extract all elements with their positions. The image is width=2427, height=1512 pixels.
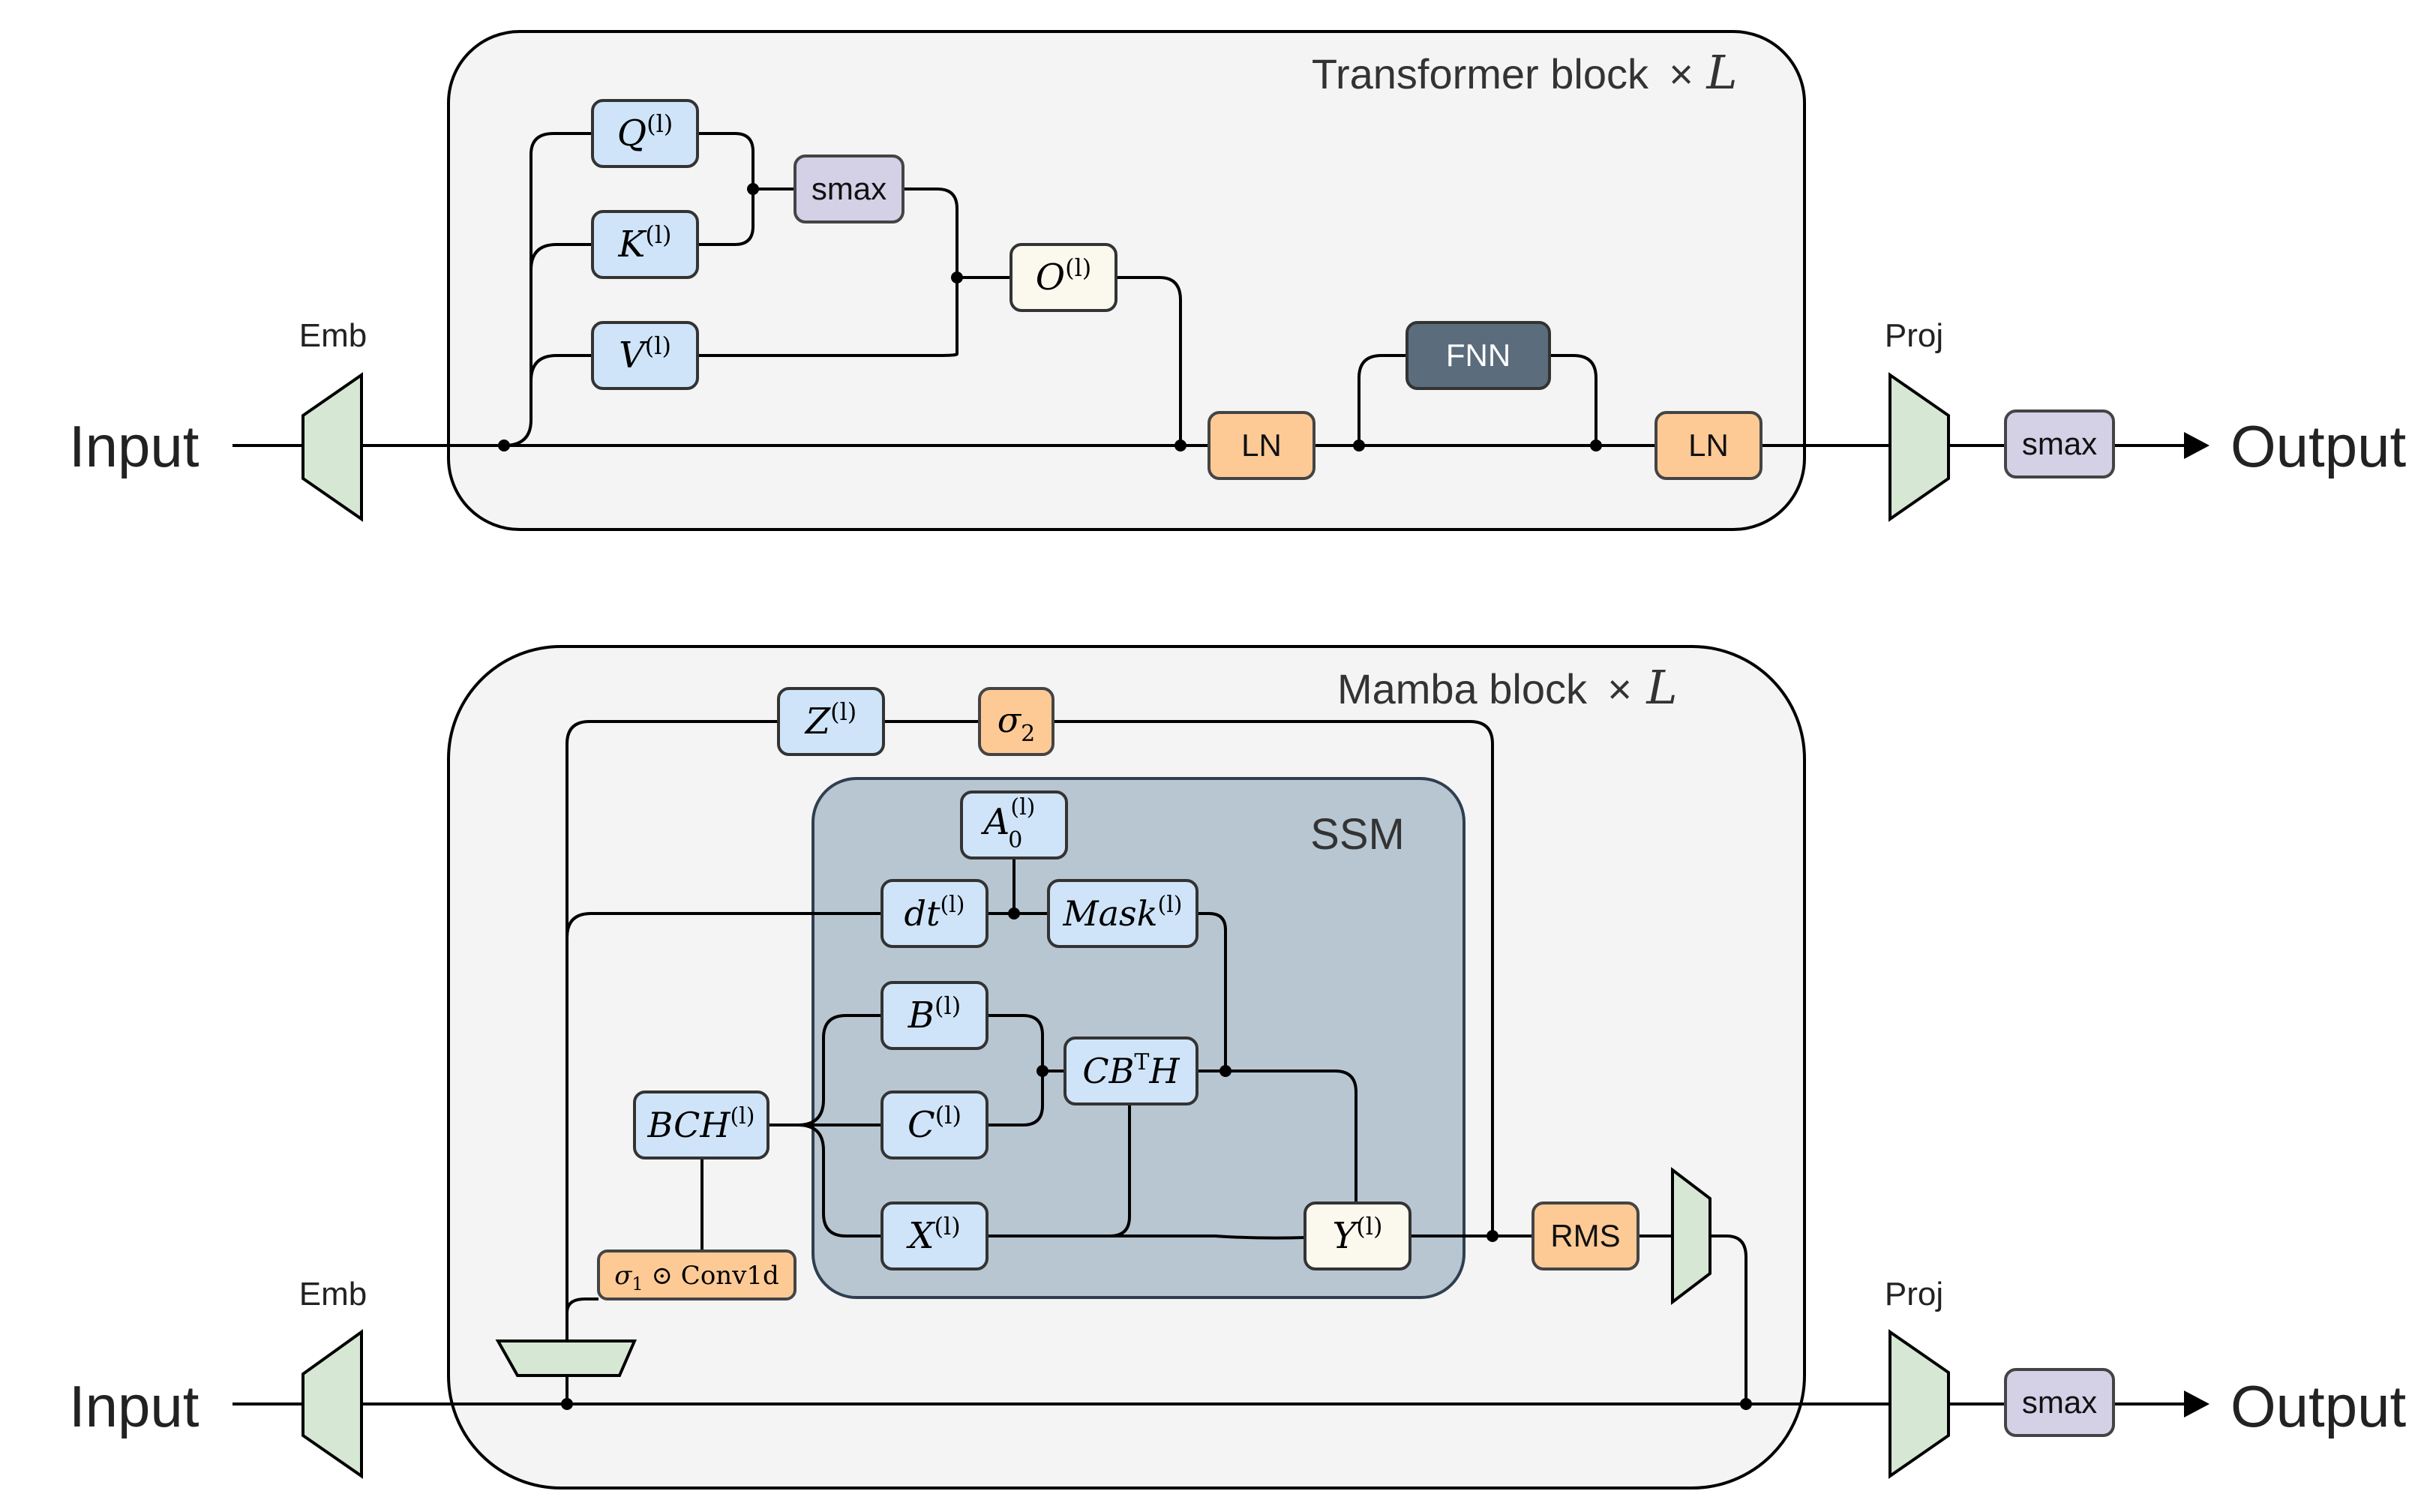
svg-text:A0(l): A0(l): [981, 794, 1036, 854]
transformer-o-box: O(l): [1010, 243, 1118, 312]
mamba-proj-label: Proj: [1885, 1276, 1943, 1312]
mamba-output-label: Output: [2230, 1373, 2406, 1439]
svg-text:RMS: RMS: [1550, 1218, 1620, 1253]
mamba-bch-fanout-wires: [768, 1014, 882, 1238]
mamba-a0-box: A0(l): [960, 790, 1068, 860]
transformer-emb-label: Emb: [299, 317, 367, 354]
transformer-output-smax-box: smax: [2004, 410, 2115, 478]
transformer-qk-dot: [747, 183, 759, 195]
svg-text:dt(l): dt(l): [904, 892, 965, 934]
transformer-proj-trapezoid: [1888, 372, 1950, 522]
mamba-outproj-trapezoid: [1671, 1166, 1712, 1306]
svg-text:O(l): O(l): [1036, 254, 1092, 298]
mamba-block-title: Mamba block: [1337, 665, 1588, 712]
svg-text:LN: LN: [1241, 428, 1282, 463]
mamba-emb-trapezoid: [302, 1329, 363, 1479]
mamba-rms-box: RMS: [1532, 1202, 1640, 1270]
mamba-output-arrowhead: [2184, 1390, 2210, 1418]
transformer-input-label: Input: [69, 413, 200, 479]
svg-text:smax: smax: [812, 171, 886, 206]
svg-text:FNN: FNN: [1446, 338, 1510, 373]
svg-text:X(l): X(l): [905, 1212, 960, 1257]
mamba-x-to-y-wire: [987, 1104, 1306, 1240]
svg-text:smax: smax: [2022, 426, 2097, 461]
transformer-panel: Transformer block × L Input Output Emb P…: [69, 30, 2406, 531]
transformer-repeat-symbol: L: [1706, 45, 1737, 100]
mamba-conv-box: σ1 ⊙ Conv1d: [597, 1250, 796, 1300]
mamba-cbth-to-y-wire: [1197, 1070, 1358, 1203]
ssm-title: SSM: [1310, 810, 1405, 859]
transformer-k-box: K(l): [591, 210, 699, 279]
mamba-dt-branch-wire: [566, 912, 882, 938]
transformer-block-title: Transformer block: [1312, 50, 1649, 98]
mamba-gate-dot: [1486, 1230, 1498, 1242]
mamba-emb-label: Emb: [299, 1276, 367, 1312]
mamba-mask-box: Mask(l): [1047, 879, 1198, 948]
mamba-output-smax-box: smax: [2004, 1368, 2115, 1437]
transformer-output-arrowhead: [2184, 432, 2210, 459]
transformer-fnn-split-dot: [1353, 440, 1365, 452]
mamba-split-dot: [561, 1398, 573, 1410]
mamba-add-dot: [1740, 1398, 1752, 1410]
transformer-block-frame: [447, 30, 1806, 531]
svg-text:Y(l): Y(l): [1333, 1212, 1383, 1257]
transformer-add-dot-1: [1174, 440, 1186, 452]
transformer-split-dot: [498, 440, 510, 452]
svg-text:Z(l): Z(l): [804, 698, 857, 742]
transformer-q-box: Q(l): [591, 99, 699, 168]
transformer-proj-label: Proj: [1885, 317, 1943, 354]
svg-text:C(l): C(l): [908, 1101, 962, 1146]
svg-text:BCH(l): BCH(l): [647, 1103, 755, 1145]
transformer-attn-smax-box: smax: [794, 154, 904, 224]
mamba-y-box: Y(l): [1304, 1202, 1412, 1270]
svg-text:CBTH: CBTH: [1082, 1049, 1180, 1091]
svg-text:Q(l): Q(l): [617, 110, 674, 154]
svg-text:B(l): B(l): [908, 992, 961, 1036]
svg-text:σ1 ⊙ Conv1d: σ1 ⊙ Conv1d: [614, 1261, 779, 1294]
svg-text:σ2: σ2: [998, 700, 1036, 747]
mamba-bch-box: BCH(l): [633, 1090, 770, 1160]
mamba-dt-mask-dot: [1008, 908, 1020, 920]
transformer-o-to-residual-wire: [1116, 276, 1182, 446]
transformer-times-sign: ×: [1669, 50, 1694, 98]
mamba-bc-dot: [1036, 1065, 1048, 1077]
transformer-add-dot-2: [1590, 440, 1602, 452]
transformer-v-box: V(l): [591, 321, 699, 390]
mamba-inproj-trapezoid: [495, 1340, 638, 1377]
svg-text:K(l): K(l): [617, 220, 671, 266]
svg-text:Mask(l): Mask(l): [1062, 892, 1182, 934]
mamba-input-label: Input: [69, 1373, 200, 1439]
transformer-fnn-wires: [1358, 354, 1598, 446]
mamba-repeat-symbol: L: [1646, 660, 1677, 715]
mamba-c-box: C(l): [880, 1090, 988, 1160]
transformer-ln-box-2: LN: [1654, 411, 1762, 480]
transformer-qkv-branch-wires: [503, 132, 592, 447]
mamba-cbth-box: CBTH: [1064, 1036, 1198, 1106]
transformer-fnn-box: FNN: [1406, 321, 1551, 390]
mamba-gate-wire: [1053, 720, 1494, 1236]
transformer-attn-dot: [951, 272, 963, 284]
mamba-mask-to-y-wire: [1197, 912, 1227, 1071]
transformer-emb-trapezoid: [302, 372, 363, 522]
mamba-sigma2-box: σ2: [978, 687, 1054, 756]
mamba-outproj-to-residual-wire: [1710, 1234, 1748, 1404]
mamba-dt-box: dt(l): [880, 879, 988, 948]
mamba-mask-cbth-dot: [1220, 1065, 1232, 1077]
transformer-ln-box-1: LN: [1208, 411, 1316, 480]
mamba-x-box: X(l): [880, 1202, 988, 1270]
mamba-b-box: B(l): [880, 981, 988, 1050]
mamba-proj-trapezoid: [1888, 1329, 1950, 1479]
mamba-panel: Mamba block × L SSM: [69, 645, 2406, 1490]
mamba-z-branch-wire: [566, 720, 778, 1341]
mamba-conv-wire: [566, 1298, 598, 1313]
mamba-times-sign: ×: [1607, 665, 1632, 712]
mamba-z-box: Z(l): [777, 687, 885, 756]
svg-text:smax: smax: [2022, 1384, 2097, 1420]
svg-text:V(l): V(l): [619, 332, 671, 376]
transformer-output-label: Output: [2230, 413, 2406, 479]
svg-text:LN: LN: [1688, 428, 1729, 463]
